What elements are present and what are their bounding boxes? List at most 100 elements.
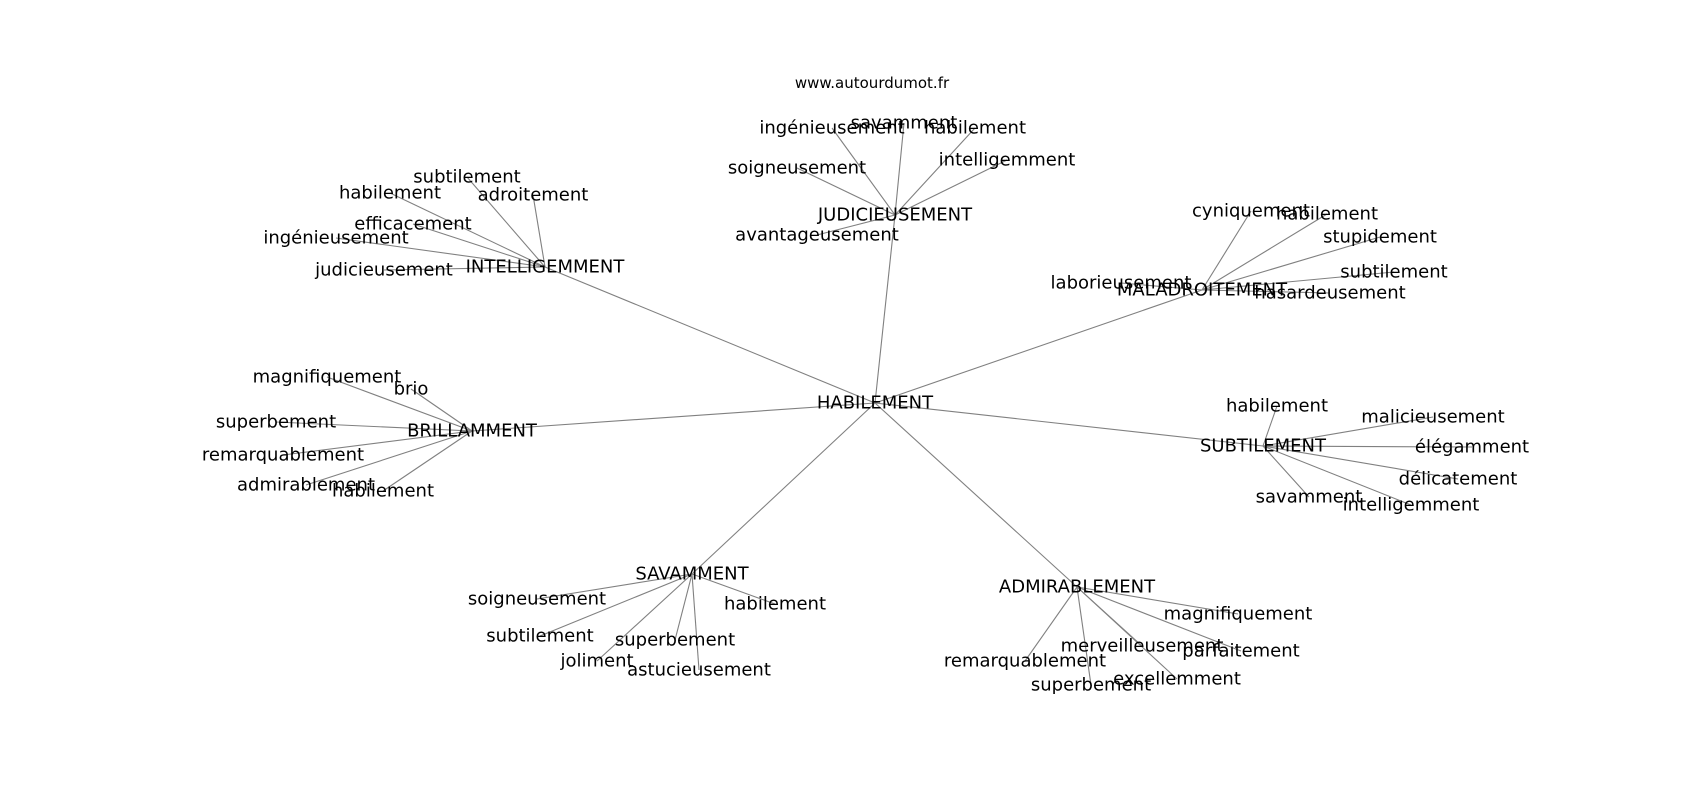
- edge-center-brillamment: [471, 402, 876, 432]
- leaf-word-label: ingénieusement: [759, 118, 904, 139]
- edge-center-admirablement: [874, 402, 1078, 588]
- edge-admirablement-leaf: [1076, 586, 1178, 680]
- leaf-word-label: remarquablement: [944, 651, 1106, 672]
- group-word-label: BRILLAMMENT: [407, 421, 538, 442]
- edge-brillamment-leaf: [282, 430, 473, 456]
- edge-admirablement-leaf: [1076, 586, 1239, 615]
- edge-intelligemment-leaf: [532, 194, 546, 268]
- edge-maladroitement-leaf: [1201, 210, 1252, 291]
- leaf-word-label: subtilement: [486, 626, 593, 647]
- edge-maladroitement-leaf: [1120, 282, 1203, 291]
- edge-savamment-leaf: [691, 573, 700, 671]
- leaf-word-label: hasardeusement: [1254, 283, 1405, 304]
- leaf-word-label: excellemment: [1113, 669, 1241, 690]
- edge-brillamment-leaf: [382, 430, 473, 492]
- edge-maladroitement-leaf: [1201, 271, 1395, 291]
- leaf-word-label: subtilement: [413, 167, 520, 188]
- group-word-label: SAVAMMENT: [635, 564, 749, 585]
- edge-savamment-leaf: [536, 573, 693, 600]
- edge-subtilement-leaf: [1262, 445, 1459, 480]
- edge-center-subtilement: [874, 402, 1264, 447]
- edge-intelligemment-leaf: [466, 176, 546, 268]
- edge-center-judicieusement: [874, 214, 896, 404]
- edge-subtilement-leaf: [1262, 445, 1412, 506]
- leaf-word-label: délicatement: [1399, 469, 1518, 490]
- group-word-label: INTELLIGEMMENT: [466, 257, 626, 278]
- edge-brillamment-leaf: [410, 388, 473, 432]
- leaf-word-label: magnifiquement: [253, 367, 402, 388]
- edge-judicieusement-leaf: [816, 214, 896, 236]
- edge-subtilement-leaf: [1262, 416, 1434, 447]
- group-word-label: ADMIRABLEMENT: [999, 577, 1156, 598]
- credit-text: www.autourdumot.fr: [795, 74, 950, 92]
- labels-layer: HABILEMENTJUDICIEUSEMENTingénieusementsa…: [202, 113, 1529, 696]
- leaf-word-label: élégamment: [1415, 437, 1529, 458]
- leaf-word-label: habilement: [1276, 204, 1378, 225]
- leaf-word-label: avantageusement: [735, 225, 899, 246]
- leaf-word-label: malicieusement: [1361, 407, 1504, 428]
- center-word-label: HABILEMENT: [817, 393, 934, 414]
- leaf-word-label: magnifiquement: [1164, 604, 1313, 625]
- edge-maladroitement-leaf: [1201, 236, 1381, 291]
- edge-intelligemment-leaf: [389, 192, 546, 268]
- edge-center-savamment: [691, 402, 876, 575]
- edge-judicieusement-leaf: [894, 127, 976, 216]
- edge-admirablement-leaf: [1024, 586, 1078, 662]
- edge-judicieusement-leaf: [796, 167, 896, 216]
- leaf-word-label: intelligemment: [1343, 495, 1480, 516]
- edge-center-maladroitement: [874, 289, 1203, 404]
- leaf-word-label: laborieusement: [1051, 273, 1192, 294]
- group-word-label: MALADROITEMENT: [1117, 280, 1288, 301]
- leaf-word-label: ingénieusement: [263, 228, 408, 249]
- edge-center-intelligemment: [544, 266, 876, 404]
- edge-subtilement-leaf: [1262, 405, 1278, 447]
- leaf-word-label: superbement: [1031, 675, 1151, 696]
- leaf-word-label: adroitement: [478, 185, 589, 206]
- leaf-word-label: soigneusement: [728, 158, 866, 179]
- edge-savamment-leaf: [596, 573, 693, 662]
- edges-layer: [275, 122, 1473, 686]
- leaf-word-label: savamment: [1256, 487, 1363, 508]
- edge-savamment-leaf: [691, 573, 776, 605]
- leaf-word-label: remarquablement: [202, 445, 364, 466]
- leaf-word-label: intelligemment: [939, 150, 1076, 171]
- edge-judicieusement-leaf: [894, 122, 905, 216]
- leaf-word-label: superbement: [615, 630, 735, 651]
- edge-savamment-leaf: [674, 573, 693, 641]
- edge-maladroitement-leaf: [1201, 289, 1331, 294]
- leaf-word-label: astucieusement: [627, 660, 771, 681]
- edge-judicieusement-leaf: [831, 127, 896, 216]
- edge-brillamment-leaf: [305, 430, 473, 486]
- leaf-word-label: superbement: [216, 412, 336, 433]
- leaf-word-label: habilement: [924, 118, 1026, 139]
- edge-intelligemment-leaf: [412, 223, 546, 268]
- leaf-word-label: habilement: [1226, 396, 1328, 417]
- edge-brillamment-leaf: [275, 421, 473, 432]
- edge-admirablement-leaf: [1076, 586, 1242, 652]
- leaf-word-label: habilement: [339, 183, 441, 204]
- group-word-label: JUDICIEUSEMENT: [817, 205, 973, 226]
- leaf-word-label: soigneusement: [468, 589, 606, 610]
- leaf-word-label: habilement: [724, 594, 826, 615]
- edge-judicieusement-leaf: [894, 159, 1008, 216]
- leaf-word-label: joliment: [559, 651, 633, 672]
- group-word-label: SUBTILEMENT: [1200, 436, 1327, 457]
- leaf-word-label: subtilement: [1340, 262, 1447, 283]
- edge-subtilement-leaf: [1262, 445, 1473, 448]
- edge-savamment-leaf: [539, 573, 693, 637]
- edge-admirablement-leaf: [1076, 586, 1092, 686]
- leaf-word-label: efficacement: [354, 214, 471, 235]
- edge-brillamment-leaf: [326, 376, 473, 432]
- leaf-word-label: merveilleusement: [1061, 636, 1224, 657]
- leaf-word-label: parfaitement: [1182, 641, 1299, 662]
- leaf-word-label: stupidement: [1323, 227, 1437, 248]
- leaf-word-label: brio: [394, 379, 429, 400]
- edge-intelligemment-leaf: [335, 237, 546, 268]
- edge-subtilement-leaf: [1262, 445, 1310, 498]
- leaf-word-label: savamment: [851, 113, 958, 134]
- leaf-word-label: habilement: [332, 481, 434, 502]
- leaf-word-label: admirablement: [237, 475, 375, 496]
- leaf-word-label: cyniquement: [1192, 201, 1310, 222]
- edge-intelligemment-leaf: [383, 266, 546, 271]
